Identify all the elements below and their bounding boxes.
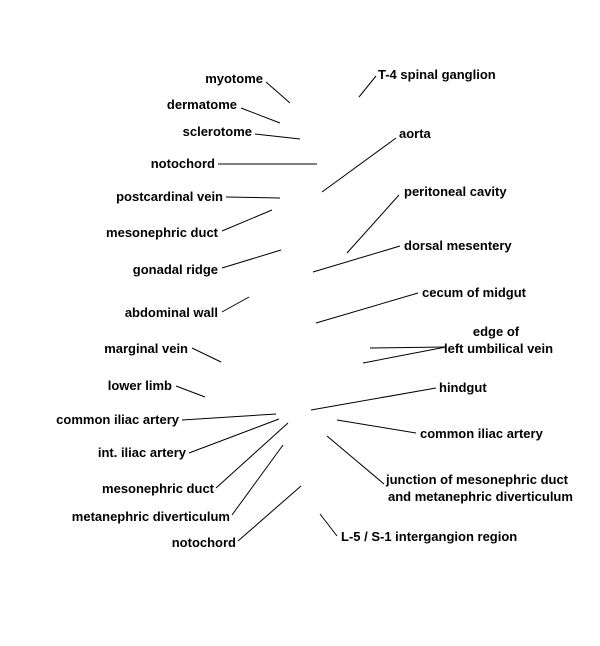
label-myotome: myotome <box>205 71 263 86</box>
label-junction-line2: and metanephric diverticulum <box>388 489 573 504</box>
label-int-iliac-artery: int. iliac artery <box>97 445 186 460</box>
leader-lower-limb <box>175 385 206 398</box>
leader-common-iliac-left <box>181 413 277 421</box>
label-mesonephric-duct-bottom: mesonephric duct <box>102 481 214 496</box>
leader-mesonephric-duct-top <box>221 209 273 232</box>
leader-dermatome <box>240 107 281 124</box>
label-aorta: aorta <box>399 126 431 141</box>
label-gonadal-ridge: gonadal ridge <box>132 262 218 277</box>
label-metanephric-diverticulum: metanephric diverticulum <box>71 509 230 524</box>
leader-metanephric-div <box>231 444 284 516</box>
label-abdominal-wall: abdominal wall <box>124 305 218 320</box>
leader-junction <box>326 435 385 485</box>
leader-abdominal-wall <box>221 296 250 313</box>
leader-postcardinal-vein <box>225 196 281 199</box>
leader-int-iliac <box>188 418 280 454</box>
leader-peritoneal <box>346 194 400 254</box>
label-lower-limb: lower limb <box>107 378 172 393</box>
label-edge-of-umbilical-vein: edge of left umbilical vein <box>444 324 554 356</box>
leader-common-iliac-right <box>336 419 417 434</box>
label-postcardinal-vein: postcardinal vein <box>116 189 223 204</box>
leader-edge-b <box>362 346 447 364</box>
leader-myotome <box>265 81 291 104</box>
label-marginal-vein: marginal vein <box>104 341 188 356</box>
leader-sclerotome <box>254 133 301 140</box>
label-t4-spinal-ganglion: T-4 spinal ganglion <box>378 67 496 82</box>
label-cecum-of-midgut: cecum of midgut <box>422 285 527 300</box>
leader-t4 <box>358 75 377 98</box>
label-dorsal-mesentery: dorsal mesentery <box>404 238 512 253</box>
label-peritoneal-cavity: peritoneal cavity <box>404 184 507 199</box>
label-mesonephric-duct-top: mesonephric duct <box>106 225 218 240</box>
label-junction: junction of mesonephric duct and metanep… <box>386 472 573 504</box>
label-edge-of-line2: left umbilical vein <box>444 341 554 356</box>
leader-marginal-vein <box>191 347 222 363</box>
leader-edge-a <box>369 346 447 349</box>
label-common-iliac-artery-right: common iliac artery <box>420 426 543 441</box>
leader-l5s1 <box>319 513 338 537</box>
leader-cecum <box>315 292 419 324</box>
leader-aorta <box>321 137 397 193</box>
label-notochord-top: notochord <box>150 156 215 171</box>
label-hindgut: hindgut <box>439 380 487 395</box>
label-edge-of-line1: edge of <box>472 324 520 339</box>
leader-dorsal-mesentery <box>312 245 401 273</box>
label-dermatome: dermatome <box>166 97 237 112</box>
label-notochord-bottom: notochord <box>171 535 236 550</box>
leader-gonadal-ridge <box>221 249 282 269</box>
leader-hindgut <box>310 387 437 411</box>
label-l5-s1-interganglion: L-5 / S-1 intergangion region <box>341 529 518 544</box>
label-sclerotome: sclerotome <box>182 124 252 139</box>
leader-notochord-bottom <box>237 485 302 542</box>
leader-mesonephric-duct-bottom <box>215 422 289 489</box>
label-common-iliac-artery-left: common iliac artery <box>56 412 179 427</box>
label-junction-line1: junction of mesonephric duct <box>386 472 569 487</box>
